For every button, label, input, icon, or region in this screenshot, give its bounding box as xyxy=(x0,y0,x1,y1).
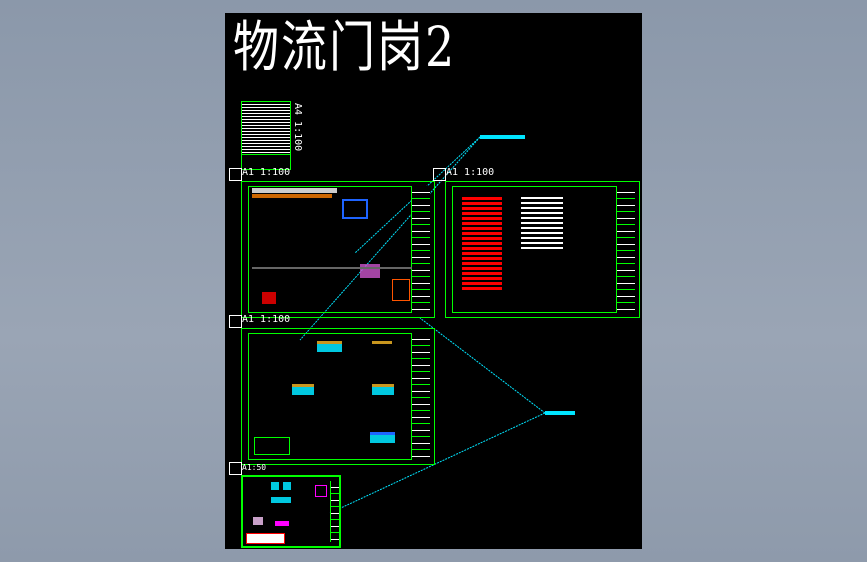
leader-line xyxy=(299,136,481,341)
leader-label xyxy=(545,411,575,415)
sheet-label: A1:50 xyxy=(242,463,267,472)
sheet-elevations[interactable] xyxy=(241,328,435,465)
sheet-design-notes[interactable] xyxy=(445,181,640,318)
sheet-label: A1 1:100 xyxy=(242,167,291,178)
sheet-label: A4 1:100 xyxy=(292,103,303,152)
sheet-label: A1 1:100 xyxy=(446,167,495,178)
leader-label xyxy=(480,135,525,139)
sheet-details[interactable] xyxy=(241,475,341,548)
leader-line xyxy=(419,317,546,414)
leader-line xyxy=(329,412,546,514)
sheet-label: A1 1:100 xyxy=(242,314,291,325)
sheet-marker xyxy=(229,168,242,181)
cad-model-space[interactable]: 物流门岗2 A4 1:100 A1 1:100 A1 1:100 A1 1:10… xyxy=(225,13,642,549)
sheet-site-plan[interactable] xyxy=(241,181,435,318)
sheet-marker xyxy=(433,168,446,181)
sheet-marker xyxy=(229,462,242,475)
sheet-marker xyxy=(229,315,242,328)
drawing-title: 物流门岗2 xyxy=(233,14,457,80)
sheet-a4[interactable] xyxy=(241,101,291,170)
